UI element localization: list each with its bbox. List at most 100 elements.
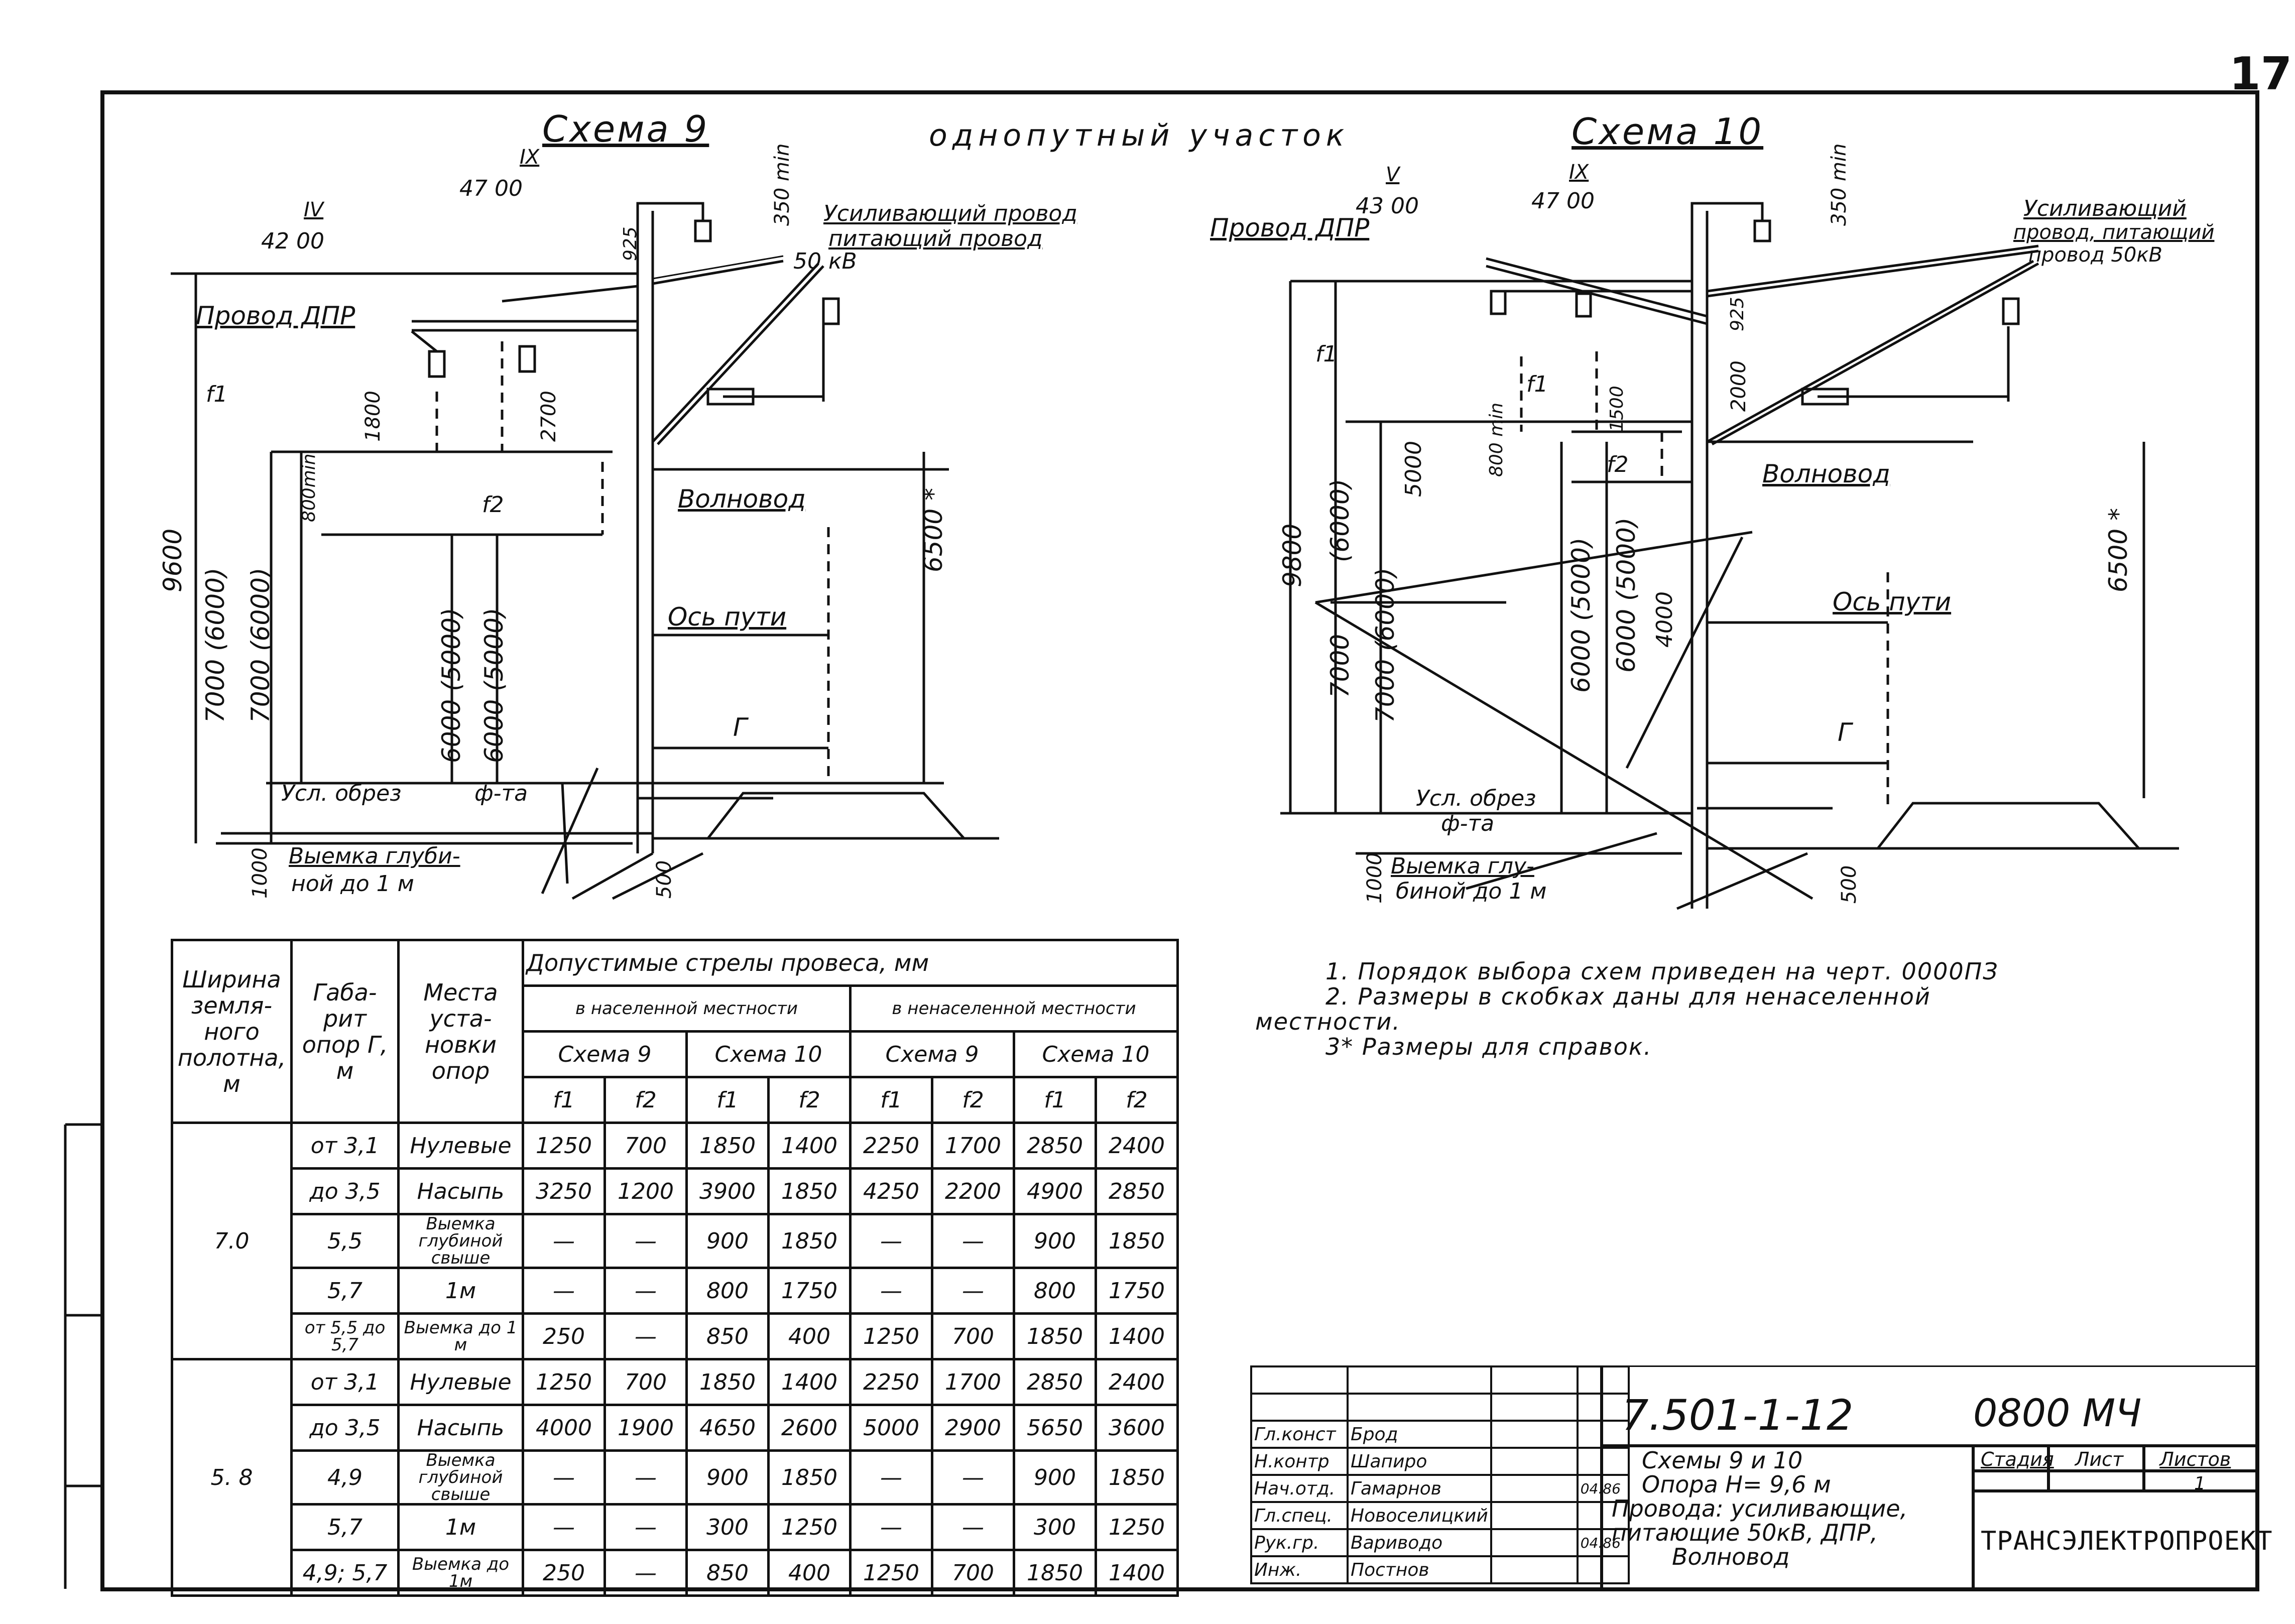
- scheme10-label-waveguide: Волновод: [1762, 459, 1890, 488]
- cell-value: 900: [685, 1449, 770, 1506]
- cell-value: 1250: [849, 1549, 933, 1597]
- scheme10-mark-v-val: 43 00: [1356, 193, 1419, 219]
- col-place-header: Места уста- новки опор: [397, 939, 524, 1124]
- scheme10-label-excavation2: биной до 1 м: [1396, 879, 1547, 904]
- scheme9-dim-6000b: 6000 (5000): [479, 607, 509, 763]
- name-3: Новоселицкий: [1347, 1501, 1492, 1530]
- scheme10-label-track-axis: Ось пути: [1833, 587, 1952, 616]
- scheme10-dim-1000: 1000: [1363, 852, 1386, 904]
- scheme10-mark-ix: IX: [1569, 161, 1589, 184]
- cell-value: 1850: [767, 1213, 852, 1269]
- cell-place: Насыпь: [397, 1167, 524, 1215]
- signature-3: [1490, 1501, 1579, 1530]
- scheme10-label-g: Г: [1838, 718, 1852, 747]
- cell-value: 3250: [522, 1167, 606, 1215]
- role-5: Инж.: [1250, 1555, 1349, 1584]
- desc-line-5: Волновод: [1672, 1543, 1790, 1570]
- scheme9-label-dpr: Провод ДПР: [196, 301, 355, 330]
- scheme10-title: Схема 10: [1572, 110, 1764, 153]
- scheme9-label-waveguide: Волновод: [678, 484, 806, 514]
- cell-value: 1250: [767, 1503, 852, 1551]
- cell-value: 1250: [1095, 1503, 1179, 1551]
- cell-gabarit: 4,9; 5,7: [290, 1549, 400, 1597]
- note-2b: местности.: [1255, 1008, 1401, 1035]
- sheets-value: 1: [2194, 1473, 2206, 1494]
- cell-value: 900: [1013, 1449, 1097, 1506]
- scheme9-dim-6500: 6500 *: [919, 487, 948, 572]
- col-f2: f2: [603, 1076, 688, 1124]
- name-0: Брод: [1347, 1420, 1492, 1449]
- cell-value: 1850: [767, 1167, 852, 1215]
- cell-gabarit: от 3,1: [290, 1121, 400, 1170]
- cell-value: 1250: [522, 1121, 606, 1170]
- scheme9-mark-iv-val: 42 00: [261, 228, 324, 254]
- scheme9-label-feeding: питающий провод: [828, 226, 1043, 252]
- scheme9-dim-350: 350 min: [771, 143, 794, 226]
- cell-value: 850: [685, 1312, 770, 1360]
- cell-value: —: [603, 1549, 688, 1597]
- col-s9-unpop: Схема 9: [849, 1030, 1015, 1078]
- scheme9-mark-iv: IV: [304, 198, 324, 221]
- signature-4: [1490, 1528, 1579, 1557]
- cell-value: 400: [767, 1549, 852, 1597]
- desc-line-1: Схемы 9 и 10: [1642, 1447, 1803, 1474]
- cell-value: 700: [931, 1312, 1015, 1360]
- cell-value: 1850: [685, 1121, 770, 1170]
- scheme10-label-foundation2: ф-та: [1441, 811, 1495, 836]
- cell-value: 1700: [931, 1121, 1015, 1170]
- cell-value: 800: [1013, 1267, 1097, 1315]
- scheme9-subtitle: однопутный участок: [929, 118, 1350, 153]
- scheme10-dim-9800: 9800: [1278, 523, 1307, 587]
- name-2: Гамарнов: [1347, 1474, 1492, 1503]
- notes: 1. Порядок выбора схем приведен на черт.…: [1255, 959, 1999, 1059]
- cell-value: —: [849, 1449, 933, 1506]
- cell-value: 900: [685, 1213, 770, 1269]
- sheets-label: Листов: [2159, 1448, 2231, 1470]
- cell-value: 1400: [767, 1121, 852, 1170]
- role-2: Нач.отд.: [1250, 1474, 1349, 1503]
- scheme10-dim-7000b: 7000 (6000): [1371, 567, 1400, 723]
- scheme10-dim-6500: 6500 *: [2104, 508, 2133, 592]
- cell-value: —: [522, 1503, 606, 1551]
- scheme10-dim-5000: 5000: [1401, 441, 1426, 497]
- cell-value: 1750: [1095, 1267, 1179, 1315]
- stage-headers: Стадия Лист Листов: [1981, 1448, 2231, 1470]
- cell-value: 1400: [1095, 1312, 1179, 1360]
- cell-value: —: [931, 1213, 1015, 1269]
- cell-value: 5650: [1013, 1404, 1097, 1452]
- cell-value: 4900: [1013, 1167, 1097, 1215]
- cell-value: 4650: [685, 1404, 770, 1452]
- cell-value: 1250: [522, 1358, 606, 1406]
- title-block-lines: [1600, 1365, 2259, 1591]
- document-description: Схемы 9 и 10 Опора Н= 9,6 м Провода: уси…: [1612, 1448, 1907, 1569]
- name-5: Постнов: [1347, 1555, 1492, 1584]
- signature-0: [1490, 1420, 1579, 1449]
- cell-width: 5. 8: [171, 1358, 293, 1597]
- scheme9-title: Схема 9: [542, 108, 709, 150]
- cell-place: 1м: [397, 1503, 524, 1551]
- scheme9-dim-1800: 1800: [361, 391, 385, 442]
- cell-value: —: [603, 1213, 688, 1269]
- organization: ТРАНСЭЛЕКТРОПРОЕКТ: [1981, 1526, 2273, 1556]
- cell-value: 1750: [767, 1267, 852, 1315]
- cell-gabarit: до 3,5: [290, 1167, 400, 1215]
- cell-place: Выемка глубиной свыше: [397, 1449, 524, 1506]
- cell-value: 1850: [1013, 1549, 1097, 1597]
- note-1: 1. Порядок выбора схем приведен на черт.…: [1325, 958, 1999, 985]
- scheme9-label-f1: f1: [206, 382, 228, 407]
- cell-value: —: [522, 1267, 606, 1315]
- col-f1: f1: [522, 1076, 606, 1124]
- scheme9-mark-ix-val: 47 00: [459, 176, 523, 201]
- cell-value: 1400: [767, 1358, 852, 1406]
- desc-line-3: Провода: усиливающие,: [1612, 1495, 1908, 1522]
- col-allowed-header: Допустимые стрелы провеса, мм: [522, 939, 1179, 987]
- note-2a: 2. Размеры в скобках даны для ненаселенн…: [1325, 983, 1931, 1010]
- cell-value: —: [931, 1503, 1015, 1551]
- scheme10-label-50kv: провод 50кВ: [2028, 243, 2162, 267]
- scheme10-dim-925: 925: [1727, 297, 1748, 331]
- cell-value: 1200: [603, 1167, 688, 1215]
- document-mark: 0800 МЧ: [1973, 1391, 2142, 1435]
